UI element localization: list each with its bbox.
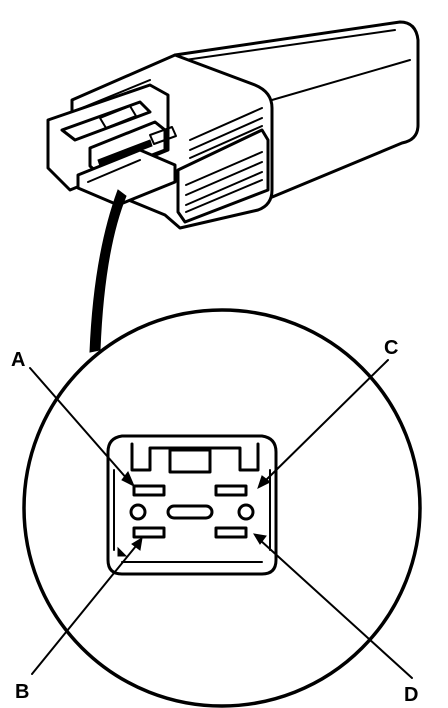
locator-hole-left (129, 503, 147, 521)
connector-face (106, 434, 278, 576)
terminal-d (214, 526, 248, 539)
label-d: D (404, 684, 418, 706)
locator-hole-right (237, 503, 255, 521)
center-slot (166, 504, 214, 520)
zoom-leader (89, 189, 127, 353)
terminal-c (214, 484, 248, 497)
terminal-b (132, 526, 166, 539)
terminal-a (132, 484, 166, 497)
label-c: C (384, 337, 398, 359)
callout-lines (29, 359, 413, 679)
label-b: B (15, 681, 29, 703)
connector-housing (46, 53, 274, 230)
label-a: A (11, 349, 25, 371)
